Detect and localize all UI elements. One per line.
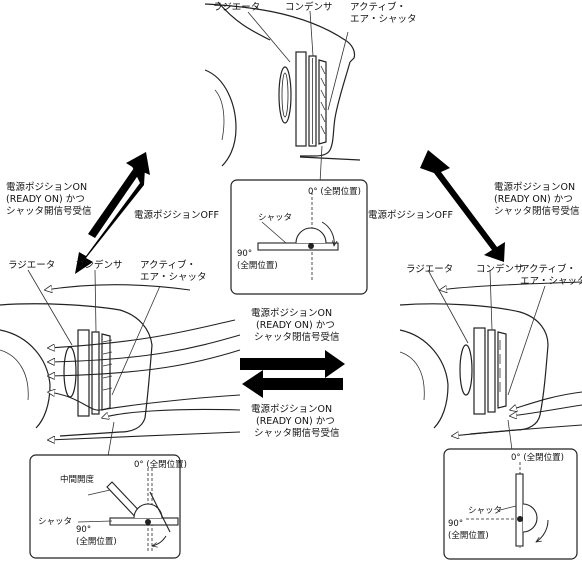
right-condenser	[487, 329, 496, 413]
left-detail-open-angle: 90°	[76, 525, 91, 535]
top-detail-open-pos: (全開位置)	[237, 260, 278, 271]
top-car-view: ラジエータ コンデンサ アクティブ・ エア・シャッタ	[204, 1, 417, 167]
right-car-view: ラジエータ コンデンサ アクティブ・ エア・シャッタ	[399, 263, 582, 436]
right-radiator	[459, 327, 486, 415]
right-active-air-shutter	[497, 331, 507, 409]
top-detail-open-angle: 90°	[237, 249, 252, 259]
right-detail-open-angle: 90°	[448, 519, 463, 529]
right-detail-shutter-label: シャッタ	[468, 506, 502, 516]
top-detail-box: 0° (全閉位置) シャッタ 90° (全開位置)	[230, 145, 368, 295]
left-condenser-label: コンデンサ	[75, 259, 123, 271]
left-active-air-shutter	[101, 333, 113, 411]
arrow-left-to-right	[240, 350, 345, 378]
right-detail-open-pos: (全開位置)	[448, 530, 489, 541]
top-detail-shutter-label: シャッタ	[258, 213, 292, 223]
tr-on-line3: シャッタ閉信号受信	[494, 205, 580, 217]
top-radiator	[278, 51, 307, 147]
left-detail-mid-label: 中間開度	[60, 474, 95, 485]
top-shutter-label-1: アクティブ・	[350, 1, 406, 13]
left-radiator	[63, 329, 90, 417]
top-active-air-shutter	[318, 59, 327, 145]
top-condenser-label: コンデンサ	[285, 1, 333, 13]
mid-bot-line2: (READY ON) かつ	[256, 416, 335, 427]
right-shutter-label-1: アクティブ・	[520, 263, 576, 275]
top-radiator-label: ラジエータ	[213, 2, 260, 13]
left-detail-box: 0° (全閉位置) 中間開度 シャッタ 90° (全開位置)	[29, 421, 187, 559]
right-radiator-label: ラジエータ	[406, 264, 453, 275]
tl-off-label: 電源ポジションOFF	[134, 210, 219, 221]
mid-bot-line3: シャッタ開信号受信	[254, 427, 340, 439]
mid-top-line2: (READY ON) かつ	[256, 320, 335, 331]
left-condenser	[91, 331, 100, 415]
top-shutter-label-2: エア・シャッタ	[350, 14, 417, 25]
mid-top-line3: シャッタ閉信号受信	[254, 331, 340, 343]
tl-on-line3: シャッタ開信号受信	[6, 205, 92, 217]
arrow-right-to-left	[242, 370, 343, 398]
left-detail-open-pos: (全開位置)	[76, 536, 117, 547]
tr-off-label: 電源ポジションOFF	[368, 210, 453, 221]
right-condenser-label: コンデンサ	[476, 263, 524, 275]
arrow-top-to-right	[420, 150, 505, 262]
left-detail-shutter-label: シャッタ	[38, 517, 72, 527]
right-shutter-label-2: エア・シャッタ	[520, 276, 582, 287]
top-detail-closed-label: 0° (全閉位置)	[308, 186, 361, 197]
tl-on-line2: (READY ON) かつ	[6, 194, 85, 205]
tr-on-line2: (READY ON) かつ	[494, 194, 573, 205]
top-condenser	[308, 55, 317, 147]
right-detail-box: 0° (全閉位置) シャッタ 90° (全開位置)	[443, 419, 578, 560]
left-shutter-label-1: アクティブ・	[140, 259, 196, 271]
arrow-left-to-top	[88, 152, 150, 238]
mid-top-line1: 電源ポジションON	[251, 308, 332, 319]
tl-on-line1: 電源ポジションON	[6, 182, 87, 193]
left-car-view: ラジエータ コンデンサ アクティブ・ エア・シャッタ	[0, 259, 241, 440]
right-detail-closed-label: 0° (全閉位置)	[511, 452, 564, 463]
mid-bot-line1: 電源ポジションON	[251, 404, 332, 415]
left-detail-closed-label: 0° (全閉位置)	[134, 459, 187, 470]
left-shutter-label-2: エア・シャッタ	[140, 272, 207, 283]
tr-on-line1: 電源ポジションON	[494, 182, 575, 193]
left-radiator-label: ラジエータ	[8, 260, 55, 271]
